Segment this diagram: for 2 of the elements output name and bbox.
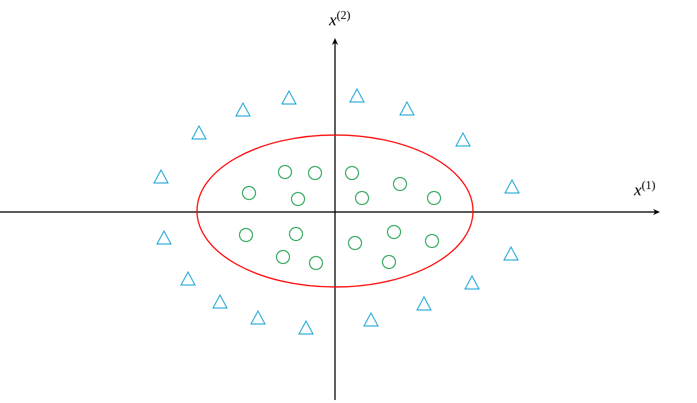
axis-label: x$^{(1)}$ — [634, 180, 655, 196]
axis-label: x$^{(2)}$ — [328, 10, 350, 26]
